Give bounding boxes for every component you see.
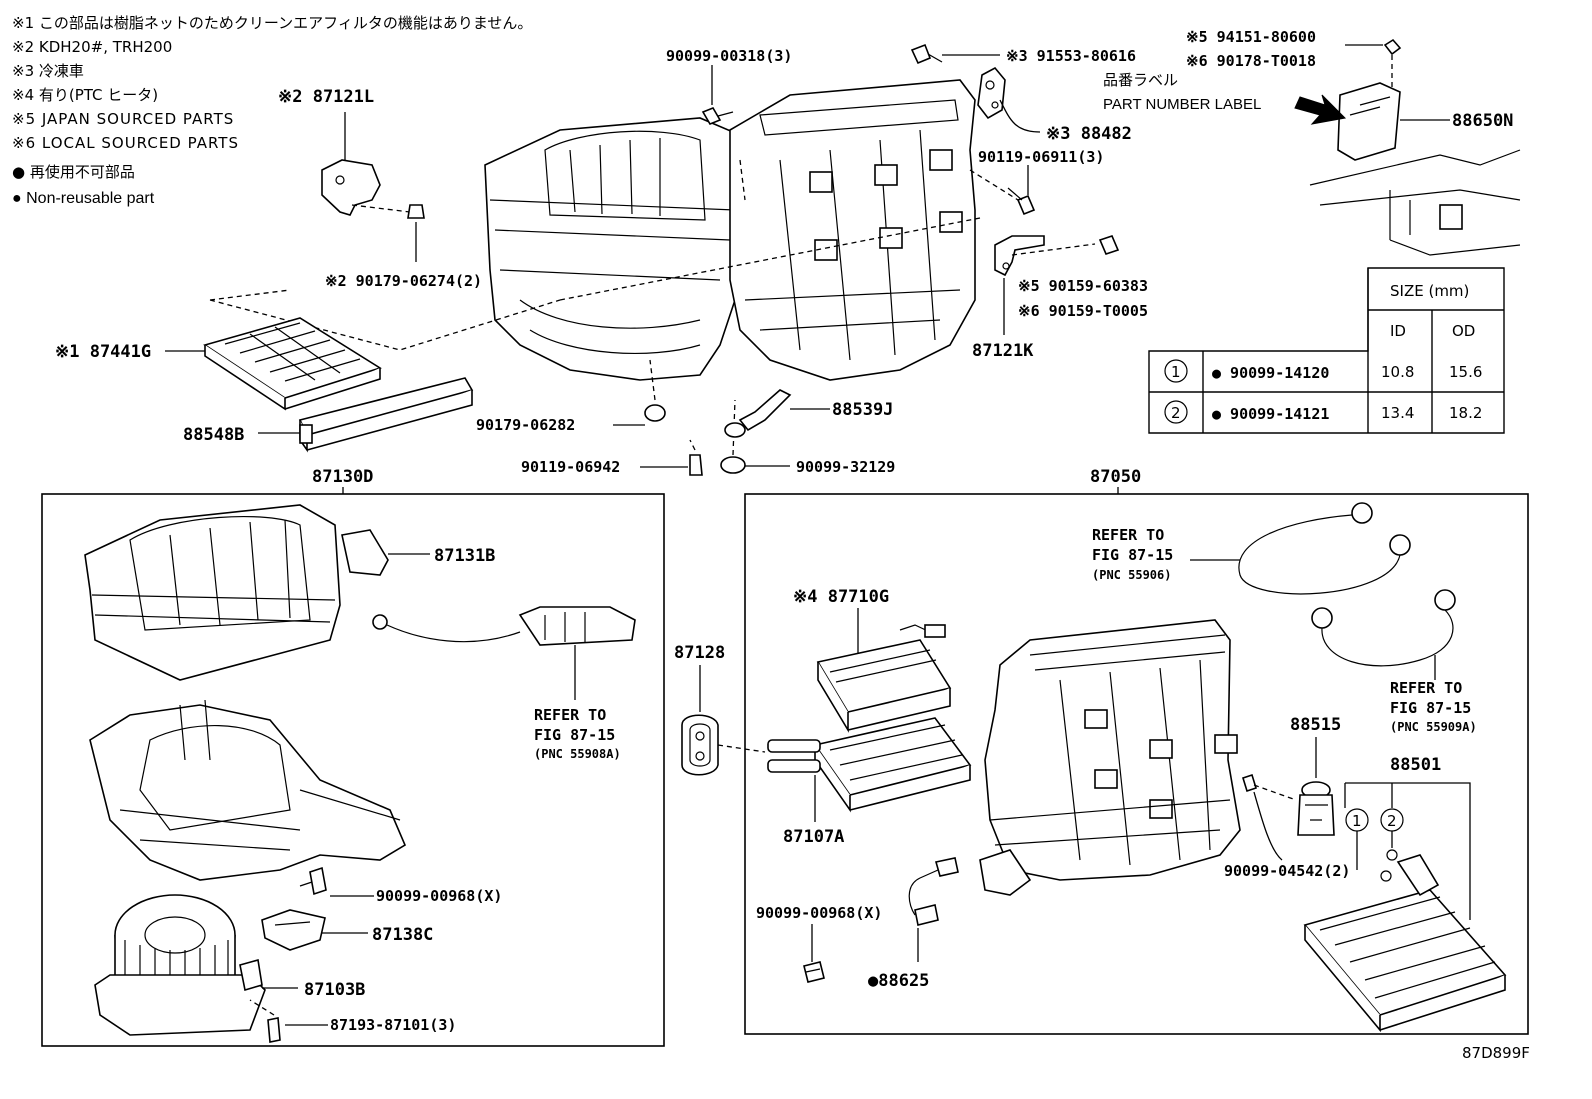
size-row-1-part: ● 90099-14120 bbox=[1212, 364, 1329, 382]
label-87121K: 87121K bbox=[972, 341, 1034, 361]
label-90099-00968-right: 90099-00968(X) bbox=[756, 904, 882, 922]
label-87131B: 87131B bbox=[434, 546, 495, 566]
fasteners-center bbox=[613, 359, 830, 476]
note-1: ※1 この部品は樹脂ネットのためクリーンエアフィルタの機能はありません。 bbox=[12, 14, 532, 32]
label-90178-T0018: ※6 90178-T0018 bbox=[1186, 52, 1316, 70]
refer-right-1: REFER TO bbox=[1390, 679, 1462, 697]
note-7: ● 再使用不可部品 bbox=[12, 163, 135, 181]
label-91553-80616: ※3 91553-80616 bbox=[1006, 47, 1136, 65]
evaporator-88501: 1 2 bbox=[1303, 808, 1507, 1033]
label-90119-06911: 90119-06911(3) bbox=[978, 148, 1104, 166]
label-88548B: 88548B bbox=[183, 425, 244, 445]
label-88482: ※3 88482 bbox=[1046, 124, 1132, 144]
note-3: ※3 冷凍車 bbox=[12, 62, 84, 80]
box-87130D bbox=[41, 493, 665, 1047]
label-87441G: ※1 87441G bbox=[55, 342, 151, 362]
screw-90099-00968-right bbox=[803, 961, 825, 983]
label-87193-87101: 87193-87101(3) bbox=[330, 1016, 456, 1034]
resistor-87138C bbox=[261, 909, 368, 951]
size-row-1-id: 10.8 bbox=[1381, 363, 1414, 381]
note-8: ● Non-reusable part bbox=[12, 190, 155, 207]
label-88501: 88501 bbox=[1390, 755, 1441, 775]
legend-notes: ※1 この部品は樹脂ネットのためクリーンエアフィルタの機能はありません。 ※2 … bbox=[12, 14, 532, 207]
label-90099-04542: 90099-04542(2) bbox=[1224, 862, 1350, 880]
evaporator-88548B bbox=[258, 377, 474, 453]
bolt-90099-04542 bbox=[1242, 773, 1297, 861]
label-87710G: ※4 87710G bbox=[793, 587, 889, 607]
blower-harness bbox=[372, 606, 636, 700]
size-row-1-od: 15.6 bbox=[1449, 363, 1482, 381]
sensor-88625 bbox=[908, 857, 959, 962]
size-row-2-part: ● 90099-14121 bbox=[1212, 405, 1329, 423]
note-4: ※4 有り(PTC ヒータ) bbox=[12, 86, 158, 104]
note-2: ※2 KDH20#, TRH200 bbox=[12, 38, 172, 56]
refer-top-1: REFER TO bbox=[1092, 526, 1164, 544]
refer-top-2: FIG 87-15 bbox=[1092, 546, 1173, 564]
label-87138C: 87138C bbox=[372, 925, 433, 945]
label-90159-T0005: ※6 90159-T0005 bbox=[1018, 302, 1148, 320]
size-col-id: ID bbox=[1390, 322, 1406, 340]
label-90099-00318: 90099-00318(3) bbox=[666, 47, 792, 65]
refer-right-3: (PNC 55909A) bbox=[1390, 720, 1477, 734]
grommet-87128 bbox=[681, 714, 766, 776]
label-88515: 88515 bbox=[1290, 715, 1341, 735]
label-87121L: ※2 87121L bbox=[278, 87, 374, 107]
label-part-number-jp: 品番ラベル bbox=[1103, 71, 1178, 89]
blower-lower-case bbox=[89, 699, 407, 881]
refer-left-3: (PNC 55908A) bbox=[534, 747, 621, 761]
label-88625: ●88625 bbox=[868, 971, 929, 991]
screw-87193-87101 bbox=[249, 999, 328, 1043]
size-col-od: OD bbox=[1452, 322, 1475, 340]
filter-87441G bbox=[165, 317, 382, 411]
heater-core-87107A bbox=[767, 717, 972, 822]
label-90179-06282: 90179-06282 bbox=[476, 416, 575, 434]
label-90159-60383: ※5 90159-60383 bbox=[1018, 277, 1148, 295]
label-90099-32129: 90099-32129 bbox=[796, 458, 895, 476]
size-header: SIZE (mm) bbox=[1390, 282, 1469, 300]
refer-left-2: FIG 87-15 bbox=[534, 726, 615, 744]
size-row-2-id: 13.4 bbox=[1381, 404, 1414, 422]
screw-90099-00968-left bbox=[299, 866, 374, 897]
blower-motor-87103B bbox=[94, 894, 298, 1036]
refer-top-3: (PNC 55906) bbox=[1092, 568, 1171, 582]
label-88539J: 88539J bbox=[832, 400, 893, 420]
size-row-2-num: 2 bbox=[1171, 404, 1181, 422]
part-number-label-area bbox=[1294, 38, 1521, 256]
ptc-heater-87710G bbox=[816, 624, 952, 733]
label-87130D: 87130D bbox=[312, 467, 373, 487]
screw-90099-00318 bbox=[701, 65, 734, 125]
fasteners-right-top bbox=[910, 43, 1041, 216]
box-87050 bbox=[744, 493, 1529, 1035]
harness-55909A bbox=[1311, 589, 1456, 680]
label-90119-06942: 90119-06942 bbox=[521, 458, 620, 476]
label-88650N: 88650N bbox=[1452, 111, 1513, 131]
label-part-number-en: PART NUMBER LABEL bbox=[1103, 96, 1261, 113]
label-87050: 87050 bbox=[1090, 467, 1141, 487]
blower-upper-case bbox=[84, 504, 430, 681]
label-87128: 87128 bbox=[674, 643, 725, 663]
label-90099-00968-left: 90099-00968(X) bbox=[376, 887, 502, 905]
refer-right-2: FIG 87-15 bbox=[1390, 699, 1471, 717]
note-6: ※6 LOCAL SOURCED PARTS bbox=[12, 134, 239, 152]
expansion-valve-88515 bbox=[1297, 781, 1335, 836]
bracket-87121K bbox=[994, 235, 1120, 335]
label-94151-80600: ※5 94151-80600 bbox=[1186, 28, 1316, 46]
size-row-1-num: 1 bbox=[1171, 363, 1181, 381]
size-row-2-od: 18.2 bbox=[1449, 404, 1482, 422]
bracket-87121L bbox=[321, 112, 425, 262]
note-5: ※5 JAPAN SOURCED PARTS bbox=[12, 110, 234, 128]
heater-unit-case bbox=[979, 619, 1241, 896]
hvac-assembly-top bbox=[209, 79, 981, 381]
label-90179-06274: ※2 90179-06274(2) bbox=[325, 272, 482, 290]
size-table: SIZE (mm) ID OD 1 ● 90099-14120 10.8 15.… bbox=[1148, 267, 1505, 434]
label-87107A: 87107A bbox=[783, 827, 844, 847]
figure-code: 87D899F bbox=[1462, 1044, 1530, 1062]
refer-left-1: REFER TO bbox=[534, 706, 606, 724]
harness-55906 bbox=[1190, 502, 1411, 595]
circle-1: 1 bbox=[1352, 812, 1362, 830]
label-87103B: 87103B bbox=[304, 980, 365, 1000]
circle-2: 2 bbox=[1387, 812, 1397, 830]
